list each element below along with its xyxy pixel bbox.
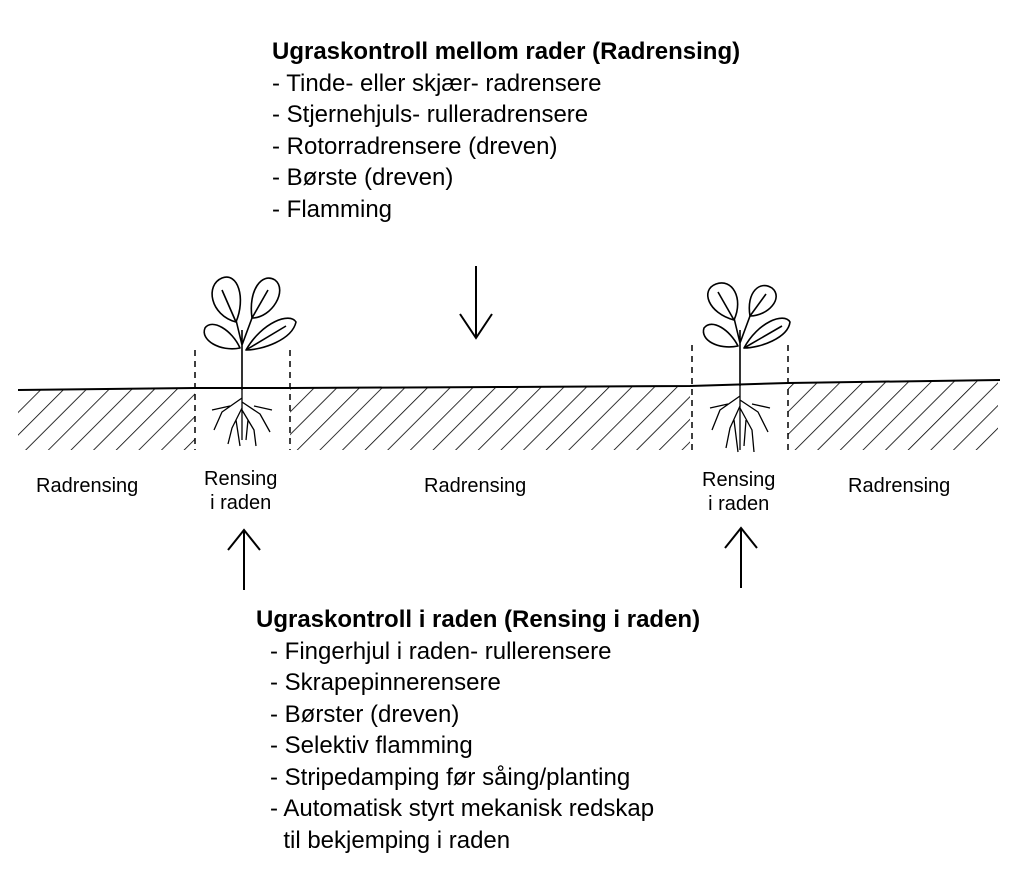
up-arrow-icon [227,528,261,590]
in-row-item: til bekjemping i raden [270,826,511,854]
zone-label-line: i raden [708,493,770,515]
soil-band-right [788,381,998,450]
soil-band-left [18,388,195,450]
plant-leaf [717,291,735,321]
zone-label-rensing-left: Rensing i raden [204,467,277,515]
up-arrow-icon [724,526,758,588]
arrows [227,266,758,590]
zone-label-radrensing-right: Radrensing [848,475,951,497]
soil-band-middle [290,386,690,450]
zone-label-line: Rensing [204,468,278,490]
zone-label-line: Rensing [702,469,776,491]
in-row-item: - Fingerhjul i raden- rullerensere [270,637,612,665]
plant-leaf [221,289,237,323]
zone-label-rensing-right: Rensing i raden [702,468,775,516]
in-row-title: Ugraskontroll i raden (Rensing i raden) [256,606,701,633]
crop-plant-right [702,282,791,453]
plant-leaf [203,323,241,350]
in-row-item: - Selektiv flamming [270,732,473,759]
between-rows-item: - Børste (dreven) [272,164,454,191]
between-rows-methods: Ugraskontroll mellom rader (Radrensing) … [272,36,740,225]
plant-leaf [749,293,767,317]
zone-label-line: i raden [210,492,272,514]
between-rows-item: - Rotorradrensere (dreven) [272,132,558,160]
between-rows-title: Ugraskontroll mellom rader (Radrensing) [272,38,741,65]
row-zone-boundaries [194,345,789,455]
plant-leaf [251,289,269,319]
zone-label-radrensing-left: Radrensing [36,475,139,497]
plant-leaf [245,325,287,351]
between-rows-item: - Stjernehjuls- rulleradrensere [272,101,589,128]
between-rows-item: - Flamming [272,195,393,223]
in-row-item: - Stripedamping før såing/planting [270,763,631,791]
plant-roots [709,386,771,453]
crop-plant-left [203,276,297,447]
between-rows-item: - Tinde- eller skjær- radrensere [272,69,602,97]
plant-leaf [702,323,739,348]
in-row-item: - Skrapepinnerensere [270,669,501,696]
plant-roots [211,390,273,447]
plant-stem [235,317,253,390]
down-arrow-icon [459,266,493,340]
soil-hatching [18,381,998,450]
in-row-methods: Ugraskontroll i raden (Rensing i raden) … [256,604,700,856]
plant-leaf [743,325,783,349]
in-row-item: - Automatisk styrt mekanisk redskap [270,795,655,822]
in-row-item: - Børster (dreven) [270,700,460,728]
zone-label-radrensing-middle: Radrensing [424,475,527,497]
plant-stem [733,315,751,386]
